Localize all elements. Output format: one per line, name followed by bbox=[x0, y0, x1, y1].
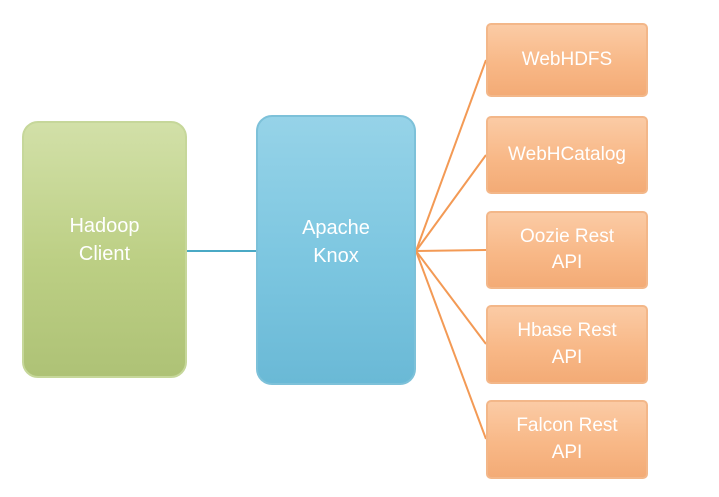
apache-knox-label-line-2: Knox bbox=[313, 245, 359, 267]
hadoop-client-label-line-2: Client bbox=[78, 242, 131, 265]
apache-knox-label-line-1: Apache bbox=[302, 217, 370, 240]
webhcatalog-label: WebHCatalog bbox=[508, 143, 626, 165]
oozie-rest-api-label-line-1: Oozie Rest bbox=[520, 225, 614, 247]
knox-to-webhcatalog-line bbox=[415, 154, 487, 252]
webhdfs-service-box: WebHDFS bbox=[486, 23, 648, 97]
hbase-rest-api-label-line-1: Hbase Rest bbox=[517, 320, 617, 342]
hadoop-client-box: Hadoop Client bbox=[22, 121, 187, 378]
hbase-rest-api-service-box: Hbase Rest API bbox=[486, 305, 648, 384]
knox-to-webhdfs-line bbox=[415, 59, 487, 252]
webhdfs-label: WebHDFS bbox=[521, 48, 613, 70]
hadoop-client-label-line-1: Hadoop bbox=[69, 214, 140, 237]
knox-to-hbase-line bbox=[415, 250, 487, 345]
oozie-rest-api-label-line-2: API bbox=[551, 252, 583, 273]
oozie-rest-api-service-box: Oozie Rest API bbox=[486, 211, 648, 289]
falcon-rest-api-label-line-1: Falcon Rest bbox=[516, 415, 618, 437]
apache-knox-box: Apache Knox bbox=[256, 115, 416, 385]
hbase-rest-api-label-line-2: API bbox=[551, 346, 583, 368]
knox-to-oozie-line bbox=[415, 249, 487, 252]
webhcatalog-service-box: WebHCatalog bbox=[486, 116, 648, 194]
falcon-rest-api-label-line-2: API bbox=[551, 441, 583, 463]
falcon-rest-api-service-box: Falcon Rest API bbox=[486, 400, 648, 479]
knox-to-falcon-line bbox=[415, 250, 487, 440]
